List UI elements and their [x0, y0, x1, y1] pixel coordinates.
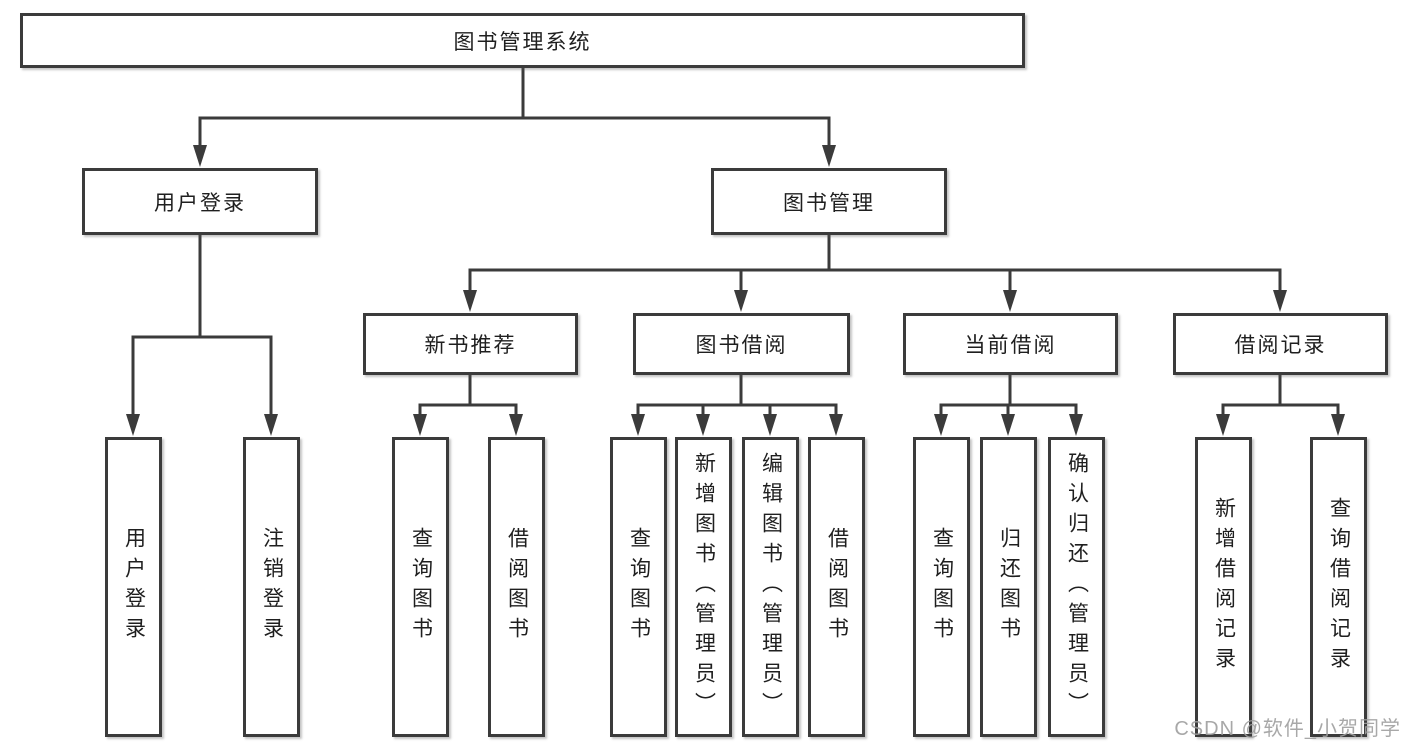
node-current-borrowing: 当前借阅: [903, 313, 1118, 375]
node-query-books-recommend-label: 查询图书: [409, 527, 433, 647]
node-new-book-recommend: 新书推荐: [363, 313, 578, 375]
node-book-borrowing-label: 图书借阅: [695, 334, 788, 357]
node-confirm-return-admin-label: 确认归还（管理员）: [1065, 452, 1089, 722]
node-add-borrow-record: 新增借阅记录: [1195, 437, 1252, 737]
node-logout-login-label: 注销登录: [260, 527, 284, 647]
node-return-books-label: 归还图书: [997, 527, 1021, 647]
node-book-borrowing: 图书借阅: [633, 313, 850, 375]
node-borrowing-records-label: 借阅记录: [1234, 334, 1327, 357]
node-edit-books-admin-label: 编辑图书（管理员）: [759, 452, 783, 722]
node-user-login-leaf-label: 用户登录: [122, 527, 146, 647]
node-return-books: 归还图书: [980, 437, 1037, 737]
node-current-borrowing-label: 当前借阅: [964, 334, 1057, 357]
node-user-login-leaf: 用户登录: [105, 437, 162, 737]
node-user-login-label: 用户登录: [154, 191, 246, 215]
node-borrow-books-recommend-label: 借阅图书: [505, 527, 529, 647]
node-library-system: 图书管理系统: [20, 13, 1025, 68]
node-add-books-admin: 新增图书（管理员）: [675, 437, 732, 737]
node-borrowing-records: 借阅记录: [1173, 313, 1388, 375]
node-add-borrow-record-label: 新增借阅记录: [1212, 497, 1236, 677]
node-query-borrow-record: 查询借阅记录: [1310, 437, 1367, 737]
node-edit-books-admin: 编辑图书（管理员）: [742, 437, 799, 737]
arrowheads: [126, 145, 1345, 436]
node-book-management-label: 图书管理: [783, 191, 875, 215]
node-new-book-recommend-label: 新书推荐: [424, 334, 517, 357]
node-query-books-current: 查询图书: [913, 437, 970, 737]
node-query-books-recommend: 查询图书: [392, 437, 449, 737]
node-add-books-admin-label: 新增图书（管理员）: [692, 452, 716, 722]
node-query-borrow-record-label: 查询借阅记录: [1327, 497, 1351, 677]
node-book-management: 图书管理: [711, 168, 947, 235]
node-query-books-borrowing: 查询图书: [610, 437, 667, 737]
node-query-books-current-label: 查询图书: [930, 527, 954, 647]
node-borrow-books-label: 借阅图书: [825, 527, 849, 647]
node-library-system-label: 图书管理系统: [453, 30, 592, 54]
node-query-books-borrowing-label: 查询图书: [627, 527, 651, 647]
node-borrow-books: 借阅图书: [808, 437, 865, 737]
node-logout-login: 注销登录: [243, 437, 300, 737]
node-confirm-return-admin: 确认归还（管理员）: [1048, 437, 1105, 737]
node-borrow-books-recommend: 借阅图书: [488, 437, 545, 737]
node-user-login: 用户登录: [82, 168, 318, 235]
